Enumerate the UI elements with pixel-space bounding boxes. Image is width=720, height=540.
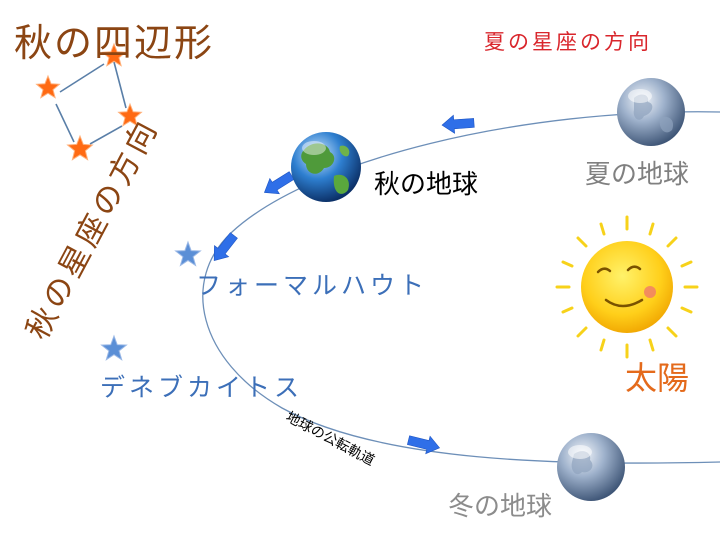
autumn-earth-globe [291,132,361,202]
star-icon [35,74,61,99]
star-icon [174,240,202,267]
star-icon [100,334,128,361]
earth-orbit-path [202,111,720,464]
winter-earth-globe [557,433,625,501]
orbit-arrows [213,114,475,455]
winter-earth-label: 冬の地球 [448,492,553,522]
arrow-icon [407,435,441,455]
arrow-icon [264,171,295,195]
arrow-icon [213,232,238,262]
smiling-sun-icon [555,215,699,359]
blue-stars [100,240,202,361]
autumn-earth-label: 秋の地球 [374,170,479,200]
arrow-icon [441,114,475,134]
square-of-pegasus-title: 秋の四辺形 [14,21,215,65]
summer-earth-label: 夏の地球 [585,160,690,190]
fomalhaut-label: フォーマルハウト [196,271,429,300]
orange-stars [35,42,143,161]
pegasus-square-lines [55,61,127,145]
star-icon [66,134,94,161]
deneb-kaitos-label: デネブカイトス [100,373,304,402]
star-icon [101,42,127,67]
star-icon [117,102,143,127]
summer-earth-globe [617,78,685,146]
summer-constellation-direction-label: 夏の星座の方向 [484,30,652,54]
sun-label: 太陽 [625,359,690,397]
